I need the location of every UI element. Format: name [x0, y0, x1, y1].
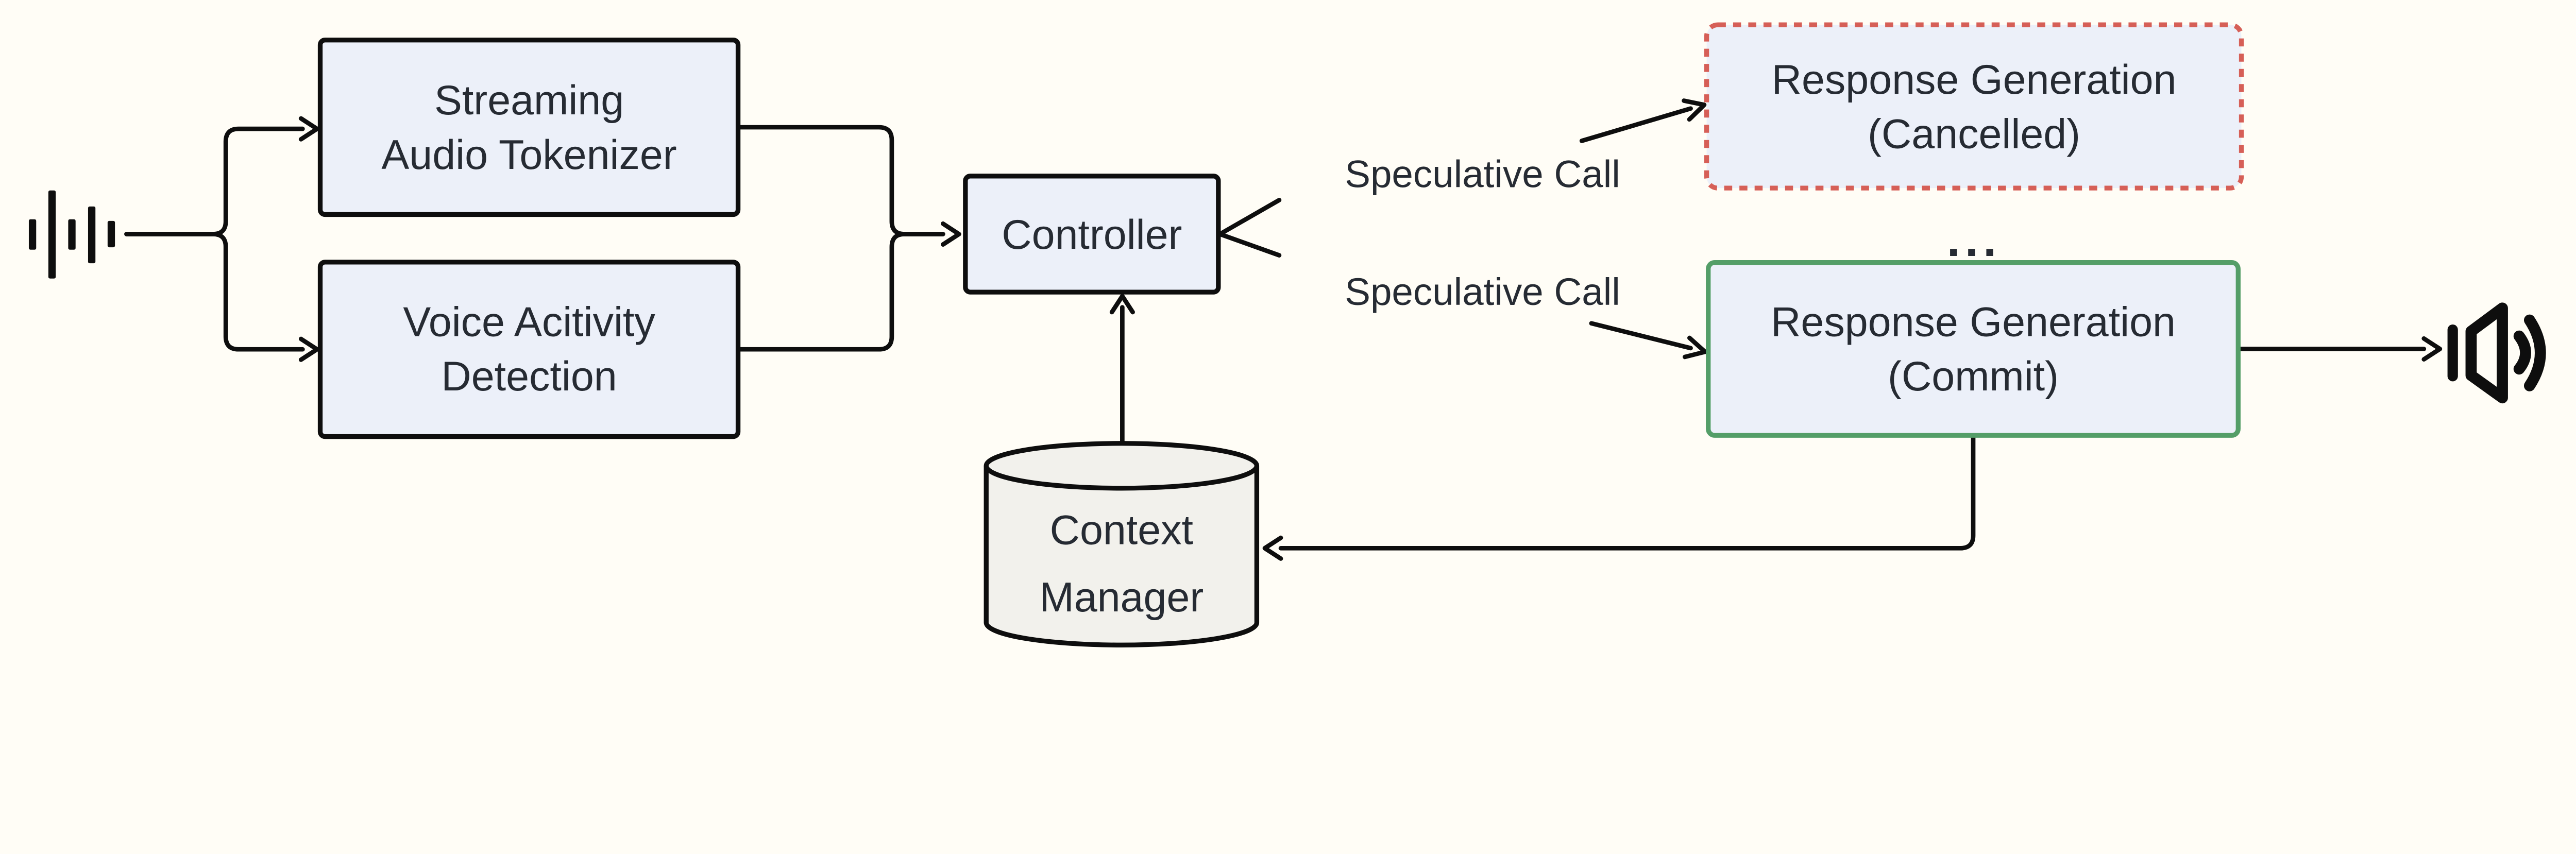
arrowhead-into-controller-bottom: [1109, 294, 1135, 315]
edge-controller-fork-bottom: [1217, 232, 1282, 258]
edge-speculative-to-cancelled: [1579, 106, 1693, 143]
arrowhead-into-controller: [940, 221, 961, 247]
controller-box: [963, 174, 1221, 295]
diagram-canvas: Streaming Audio Tokenizer Voice Acitivit…: [28, 22, 2546, 647]
speculative-call-top-label: Speculative Call: [1345, 152, 1620, 196]
edge-commit-to-context: [1278, 433, 1976, 551]
response-commit-label-line1: Response Generation: [1771, 299, 2176, 346]
speaker-icon: [2447, 302, 2546, 404]
ellipsis-more-calls: ...: [1947, 213, 2002, 266]
speaker-cone: [2465, 302, 2508, 404]
waveform-bar: [88, 206, 96, 264]
arrowhead-into-vad: [298, 336, 319, 362]
speaker-wave-small: [2513, 330, 2531, 375]
arrowhead-into-context: [1262, 535, 1283, 561]
speculative-speech-pipeline-diagram: Streaming Audio Tokenizer Voice Acitivit…: [28, 22, 2546, 647]
speaker-wave-large: [2523, 314, 2546, 391]
node-response-cancelled: Response Generation (Cancelled): [1704, 22, 2244, 191]
context-manager-cylinder-body: [984, 466, 1260, 647]
arrowhead-into-commit: [1682, 335, 1707, 360]
voice-activity-detection-label-line2: Detection: [441, 353, 617, 400]
response-cancelled-label-line2: (Cancelled): [1868, 111, 2080, 157]
edge-vad-to-controller: [736, 232, 945, 352]
context-manager-cylinder-top: [984, 441, 1260, 491]
node-streaming-audio-tokenizer: Streaming Audio Tokenizer: [317, 38, 741, 217]
edge-controller-fork-top: [1217, 198, 1282, 236]
waveform-bar: [48, 190, 56, 279]
context-manager-label-line1: Context: [1050, 507, 1193, 554]
context-manager-label-line2: Manager: [1039, 574, 1204, 621]
arrowhead-into-tokenizer: [298, 116, 319, 142]
streaming-audio-tokenizer-label-line2: Audio Tokenizer: [381, 132, 676, 178]
streaming-audio-tokenizer-label-line1: Streaming: [434, 77, 624, 124]
voice-activity-detection-box: [317, 260, 741, 439]
streaming-audio-tokenizer-box: [317, 38, 741, 217]
node-controller: Controller: [963, 174, 1221, 295]
node-response-commit: Response Generation (Commit): [1706, 260, 2241, 438]
arrowhead-into-speaker: [2421, 336, 2443, 362]
waveform-bar: [107, 220, 115, 248]
waveform-bar: [28, 219, 37, 250]
response-commit-box: [1706, 260, 2241, 438]
voice-activity-detection-label-line1: Voice Acitivity: [403, 299, 655, 346]
response-cancelled-box: [1704, 22, 2244, 191]
node-context-manager: Context Manager: [984, 441, 1260, 647]
response-cancelled-label-line1: Response Generation: [1772, 57, 2177, 103]
node-voice-activity-detection: Voice Acitivity Detection: [317, 260, 741, 439]
edge-speculative-to-commit: [1589, 321, 1693, 351]
waveform-bar: [68, 219, 76, 250]
response-commit-label-line2: (Commit): [1888, 353, 2059, 400]
controller-label: Controller: [1002, 212, 1182, 258]
arrowhead-into-cancelled: [1682, 98, 1707, 122]
speculative-call-bottom-label: Speculative Call: [1345, 270, 1620, 313]
audio-waveform-icon: [28, 190, 115, 279]
edge-input-to-vad: [124, 232, 305, 352]
